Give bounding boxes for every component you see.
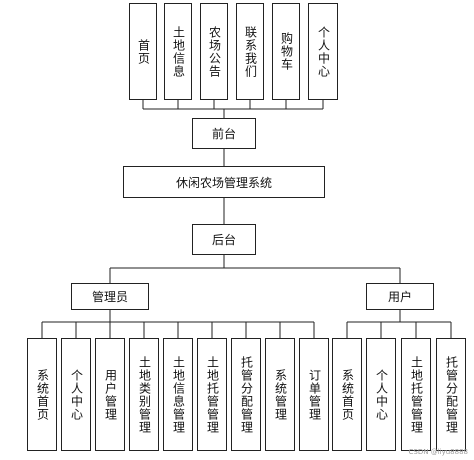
admin-module-land-info: 土地信息管理 — [163, 338, 193, 451]
back-end-node: 后台 — [192, 224, 256, 255]
system-node: 休闲农场管理系统 — [123, 166, 325, 198]
front-module-label: 个人中心 — [316, 25, 331, 78]
user-module-label: 个人中心 — [374, 368, 389, 421]
admin-module-land-trust: 土地托管管理 — [197, 338, 227, 451]
front-module-label: 农场公告 — [207, 25, 222, 78]
admin-module-label: 个人中心 — [69, 368, 84, 421]
front-module-land-info: 土地信息 — [164, 3, 192, 100]
user-module-land-trust: 土地托管管理 — [401, 338, 431, 451]
front-end-node: 前台 — [192, 118, 256, 149]
admin-module-label: 土地托管管理 — [205, 355, 220, 434]
admin-module-user-management: 用户管理 — [95, 338, 125, 451]
front-module-personal-center: 个人中心 — [308, 3, 338, 100]
user-node: 用户 — [366, 283, 434, 310]
front-module-home: 首页 — [129, 3, 157, 100]
admin-module-personal-center: 个人中心 — [61, 338, 91, 451]
admin-module-land-category: 土地类别管理 — [129, 338, 159, 451]
admin-module-label: 系统首页 — [35, 368, 50, 421]
user-module-label: 托管分配管理 — [444, 355, 459, 434]
admin-node: 管理员 — [71, 283, 149, 310]
admin-module-label: 土地信息管理 — [171, 355, 186, 434]
user-module-trust-allocation: 托管分配管理 — [436, 338, 466, 451]
admin-module-system-home: 系统首页 — [27, 338, 57, 451]
user-module-label: 系统首页 — [340, 368, 355, 421]
back-end-label: 后台 — [211, 233, 236, 247]
system-title: 休闲农场管理系统 — [175, 175, 272, 190]
admin-module-label: 系统管理 — [273, 368, 288, 421]
admin-module-label: 土地类别管理 — [137, 355, 152, 434]
front-module-label: 土地信息 — [171, 25, 186, 78]
admin-label: 管理员 — [91, 290, 128, 304]
front-module-cart: 购物车 — [272, 3, 300, 100]
admin-module-label: 用户管理 — [103, 368, 118, 421]
watermark-text: CSDN @liyu8888 — [408, 448, 468, 456]
user-module-label: 土地托管管理 — [409, 355, 424, 434]
user-label: 用户 — [387, 290, 412, 304]
front-module-farm-notice: 农场公告 — [200, 3, 228, 100]
admin-module-label: 订单管理 — [307, 368, 322, 421]
admin-module-order-management: 订单管理 — [299, 338, 329, 451]
front-module-label: 联系我们 — [243, 25, 258, 78]
admin-module-system-management: 系统管理 — [265, 338, 295, 451]
admin-module-label: 托管分配管理 — [239, 355, 254, 434]
user-module-personal-center: 个人中心 — [366, 338, 396, 451]
front-module-label: 首页 — [136, 38, 151, 65]
front-end-label: 前台 — [211, 127, 236, 141]
admin-module-trust-allocation: 托管分配管理 — [231, 338, 261, 451]
front-module-contact-us: 联系我们 — [236, 3, 264, 100]
front-module-label: 购物车 — [279, 32, 294, 71]
user-module-system-home: 系统首页 — [332, 338, 362, 451]
